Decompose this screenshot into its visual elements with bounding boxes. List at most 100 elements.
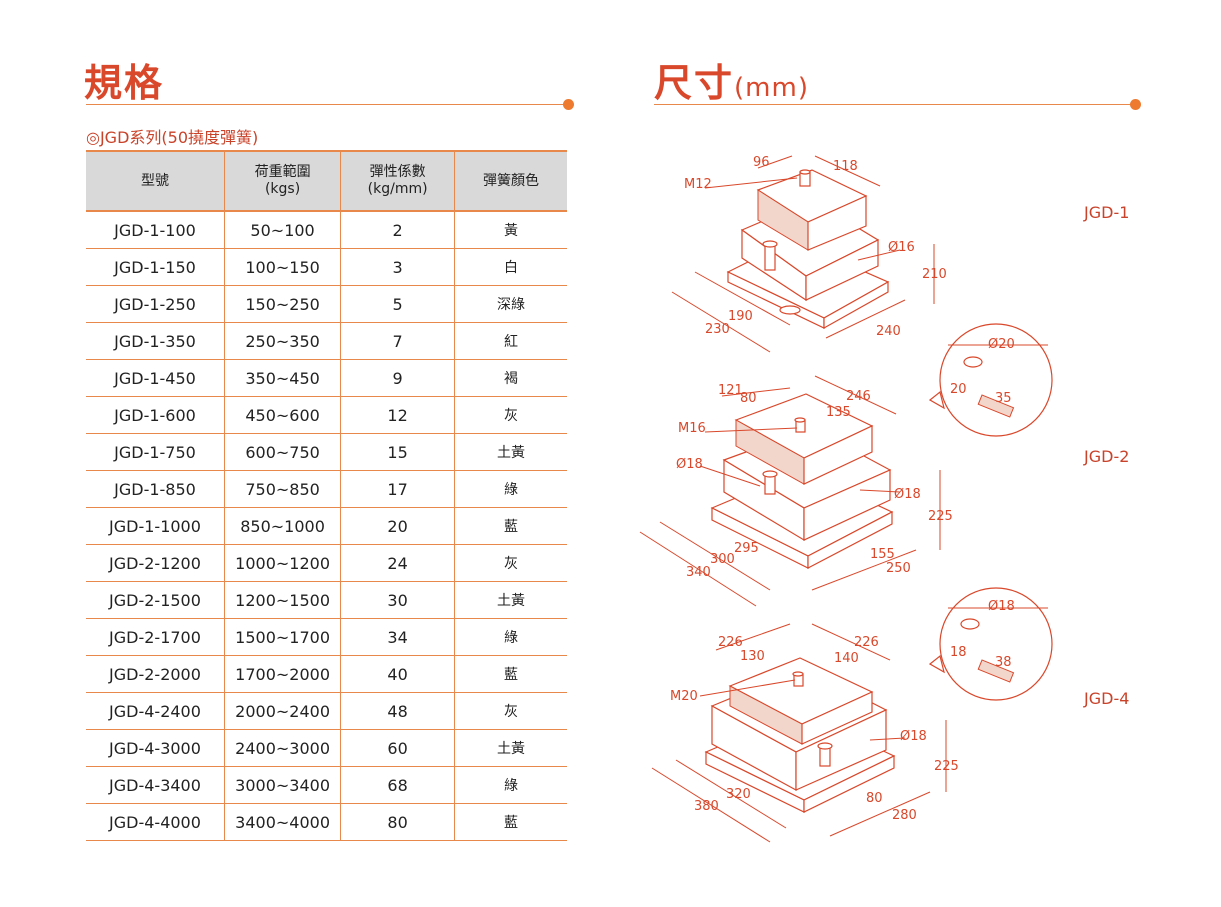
cell-load-range: 450~600 [223,396,341,434]
jgd4-detail-a: 18 [950,645,967,660]
cell-model: JGD-4-3400 [86,766,225,804]
cell-spring-rate: 3 [340,248,455,286]
cell-load-range: 2400~3000 [223,729,341,767]
cell-spring-rate: 17 [340,470,455,508]
model-label-jgd2: JGD-2 [1084,447,1130,466]
table-header-row: 型號 荷重範圍(kgs) 彈性係數(kg/mm) 彈簧顏色 [86,150,567,212]
cell-load-range: 100~150 [223,248,341,286]
jgd4-detail-hole: Ø18 [988,599,1015,614]
cell-load-range: 850~1000 [223,507,341,545]
model-label-jgd4: JGD-4 [1084,689,1130,708]
cell-load-range: 600~750 [223,433,341,471]
cell-model: JGD-1-250 [86,285,225,323]
jgd4-detail-circle [939,587,1053,701]
jgd2-detail-b: 35 [995,391,1012,406]
jgd2-dim-base-a: 295 [734,541,759,556]
cell-model: JGD-4-3000 [86,729,225,767]
jgd1-dim-base-depth: 240 [876,324,901,339]
series-subtitle: ◎JGD系列(50撓度彈簧) [86,128,259,147]
jgd4-dim-top-mid: 140 [834,651,859,666]
cell-spring-color: 藍 [454,803,567,841]
jgd2-dim-hole-left: Ø18 [676,457,703,472]
jgd2-dim-top-b: 80 [740,391,757,406]
cell-load-range: 50~100 [223,211,341,249]
header-spring-rate: 彈性係數(kg/mm) [340,150,455,212]
cell-spring-color: 土黃 [454,581,567,619]
cell-spring-color: 綠 [454,766,567,804]
jgd2-dim-bolt: M16 [678,421,706,436]
dimension-unit: (mm) [734,73,809,103]
jgd1-dim-base-outer: 230 [705,322,730,337]
cell-model: JGD-1-150 [86,248,225,286]
jgd2-dim-base-b: 300 [710,552,735,567]
cell-spring-color: 綠 [454,618,567,656]
cell-model: JGD-1-850 [86,470,225,508]
jgd4-dim-top-long: 226 [854,635,879,650]
cell-model: JGD-1-600 [86,396,225,434]
jgd2-detail: Ø20 20 35 [928,323,1053,437]
jgd2-detail-a: 20 [950,382,967,397]
cell-spring-color: 藍 [454,507,567,545]
spec-title: 規格 [84,61,165,105]
jgd4-drawing: 226 130 226 140 M20 Ø18 225 320 380 80 2… [651,623,959,843]
cell-spring-color: 灰 [454,544,567,582]
cell-spring-rate: 2 [340,211,455,249]
rule-dot [563,99,574,110]
header-spring-color: 彈簧顏色 [454,150,567,212]
jgd4-dim-bolt: M20 [670,689,698,704]
cell-spring-rate: 15 [340,433,455,471]
header-load-range: 荷重範圍(kgs) [223,150,341,212]
cell-load-range: 1200~1500 [223,581,341,619]
cell-spring-color: 黃 [454,211,567,249]
spec-title-rule [86,99,574,110]
cell-model: JGD-2-2000 [86,655,225,693]
header-model: 型號 [86,150,225,212]
cell-load-range: 350~450 [223,359,341,397]
cell-spring-rate: 60 [340,729,455,767]
cell-model: JGD-2-1500 [86,581,225,619]
jgd1-dim-top-short: 96 [753,155,770,170]
cell-spring-rate: 40 [340,655,455,693]
cell-load-range: 1000~1200 [223,544,341,582]
cell-spring-color: 土黃 [454,433,567,471]
cell-spring-color: 土黃 [454,729,567,767]
jgd2-dim-base-d: 155 [870,547,895,562]
cell-model: JGD-4-2400 [86,692,225,730]
dimension-title-text: 尺寸 [654,61,735,105]
jgd1-drawing: 96 118 M12 Ø16 210 190 230 240 [671,155,947,353]
cell-load-range: 150~250 [223,285,341,323]
cell-spring-color: 灰 [454,692,567,730]
cell-spring-color: 深綠 [454,285,567,323]
cell-spring-rate: 48 [340,692,455,730]
jgd4-dim-top-a: 226 [718,635,743,650]
jgd2-drawing: 121 80 246 135 M16 Ø18 Ø18 225 295 300 3… [639,375,953,607]
cell-spring-rate: 80 [340,803,455,841]
cell-spring-color: 褐 [454,359,567,397]
jgd2-dim-top-a: 121 [718,383,743,398]
cell-spring-rate: 24 [340,544,455,582]
jgd4-dim-base-d: 280 [892,808,917,823]
model-label-jgd1: JGD-1 [1084,203,1130,222]
cell-spring-rate: 20 [340,507,455,545]
cell-spring-color: 白 [454,248,567,286]
jgd2-dim-top-long: 246 [846,389,871,404]
jgd2-dim-hole-right: Ø18 [894,487,921,502]
cell-model: JGD-1-750 [86,433,225,471]
cell-spring-rate: 9 [340,359,455,397]
jgd4-dim-base-b: 380 [694,799,719,814]
cell-spring-rate: 30 [340,581,455,619]
jgd1-dim-top-long: 118 [833,159,858,174]
cell-spring-color: 藍 [454,655,567,693]
cell-spring-color: 灰 [454,396,567,434]
